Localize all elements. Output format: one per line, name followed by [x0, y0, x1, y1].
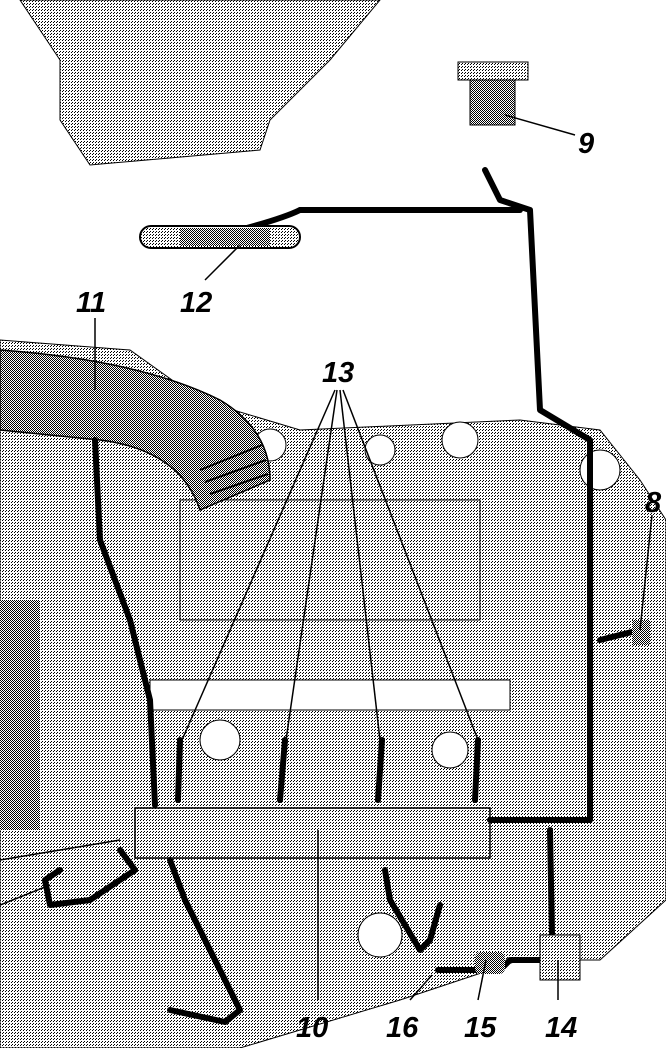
callout-10: 10 [296, 1012, 328, 1044]
connector-9 [457, 61, 529, 126]
leader-lines [0, 114, 653, 1001]
hose-ribs [199, 444, 269, 495]
callout-16: 16 [386, 1012, 419, 1044]
callout-11: 11 [76, 287, 106, 319]
fuel-rail [134, 807, 491, 859]
callout-12: 12 [180, 287, 212, 319]
wiring-harness [42, 167, 643, 1025]
callout-9: 9 [578, 128, 594, 160]
callout-13: 13 [322, 357, 354, 389]
sensor-8 [632, 620, 650, 645]
connector-14 [539, 934, 581, 981]
callout-15: 15 [464, 1012, 497, 1044]
callout-8: 8 [645, 487, 662, 519]
air-intake-housing [19, 0, 381, 166]
engine-block-details [149, 421, 621, 958]
callout-14: 14 [545, 1012, 577, 1044]
side-shadow [0, 600, 40, 830]
connector-15 [475, 952, 505, 974]
sensor-12 [139, 225, 301, 249]
